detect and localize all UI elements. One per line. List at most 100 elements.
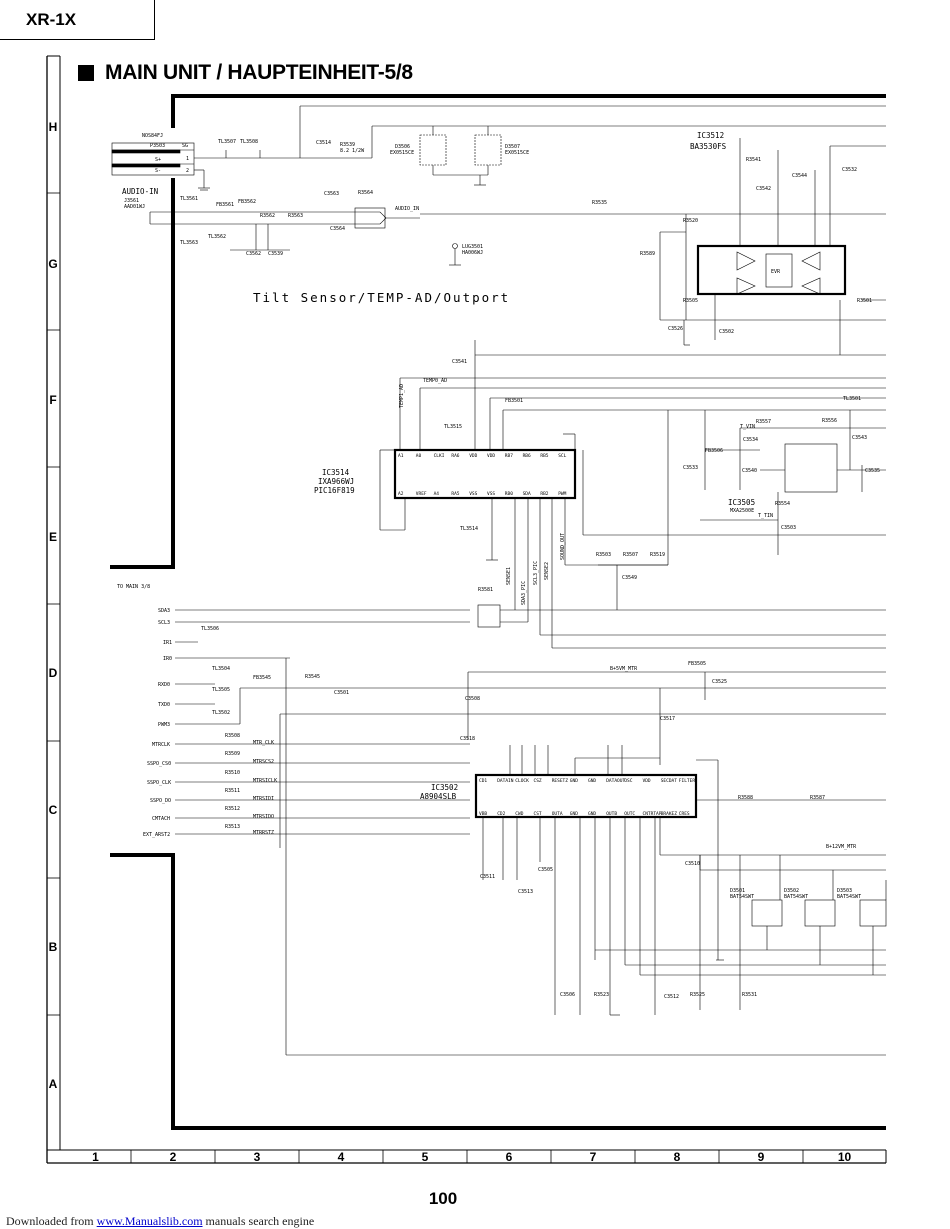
connector-pin-sm: S- bbox=[155, 168, 161, 174]
ic3502-body bbox=[474, 773, 698, 819]
ic3502-ref: IC3502 bbox=[431, 783, 458, 792]
col-label-4: 4 bbox=[337, 1150, 345, 1164]
ic3512-part: BA3530FS bbox=[690, 142, 727, 151]
ic3514-top-pin-1: A1 bbox=[398, 453, 404, 459]
ic3514-top-pin-7: RB7 bbox=[505, 453, 513, 459]
net-temp0-ad: TEMP0_AD bbox=[423, 378, 447, 384]
row-label-D: D bbox=[48, 666, 58, 680]
ic3514-bottom-pin-3: A4 bbox=[434, 491, 440, 497]
net-mtrsidi: MTRSIDI bbox=[253, 796, 274, 802]
row-label-F: F bbox=[49, 393, 57, 407]
ic3502-bottom-pin-10: CNTRTAP bbox=[643, 811, 662, 817]
model-label: XR-1X bbox=[26, 10, 77, 29]
cap-c3506: C3512 bbox=[664, 994, 679, 1000]
net-audio-in: AUDIO_IN bbox=[395, 206, 419, 212]
connector-ref-label: P3503 bbox=[150, 143, 165, 149]
sig-ir0: IR0 bbox=[163, 656, 172, 662]
fb-3561: FB3561 bbox=[216, 202, 234, 208]
cap-c3526: C3502 bbox=[719, 329, 734, 335]
fb-3545: FB3545 bbox=[253, 675, 271, 681]
ic3502-bottom-pin-2: CD2 bbox=[497, 811, 505, 817]
cap-c3501: C3508 bbox=[465, 696, 480, 702]
connector-sg-label: SG bbox=[182, 143, 188, 149]
sig-ext-arst2: EXT_ARST2 bbox=[143, 832, 170, 838]
ic3514-body bbox=[393, 448, 577, 500]
ic3502-top-pin-8: DATAOUT bbox=[606, 778, 625, 784]
cap-c3544: C3532 bbox=[842, 167, 857, 173]
diode-d3503: D3503 bbox=[837, 888, 852, 894]
res-r3541: R3541 bbox=[746, 157, 761, 163]
ic3514-top-pin-5: VDD bbox=[469, 453, 477, 459]
ic3514-bottom-pin-2: VREF bbox=[416, 491, 427, 497]
net-b5vm-mtr: B+5VM_MTR bbox=[610, 666, 638, 672]
sig-cmtach: CMTACH bbox=[152, 816, 170, 822]
net-sound-out: SOUND_OUT bbox=[560, 533, 566, 560]
sig-sda3: SDA3 bbox=[158, 608, 170, 614]
page-title: MAIN UNIT / HAUPTEINHEIT-5/8 bbox=[105, 61, 413, 84]
res-r3545: R3545 bbox=[305, 674, 320, 680]
net-sense1: SENSE1 bbox=[506, 567, 512, 585]
res-r3554: R3554 bbox=[775, 501, 790, 507]
title-bullet bbox=[78, 65, 94, 81]
ic3514-bottom-pin-7: RB0 bbox=[505, 491, 513, 497]
connector-p3503 bbox=[111, 142, 195, 176]
footer-link[interactable]: www.Manualslib.com bbox=[96, 1214, 203, 1228]
cap-c3508: C3518 bbox=[460, 736, 475, 742]
connector-part-label: NOS84FJ bbox=[142, 133, 163, 139]
cap-c3503: C3549 bbox=[622, 575, 637, 581]
ic3514-bottom-pin-10: PWM bbox=[558, 491, 566, 497]
tp-tl3514: TL3514 bbox=[460, 526, 478, 532]
tp-tl3508: TL3508 bbox=[240, 139, 258, 145]
connector-pin-num-2: 2 bbox=[186, 168, 189, 174]
res-r3511: R3511 bbox=[225, 788, 240, 794]
ic3502-top-pin-4: CSZ bbox=[534, 778, 542, 784]
ic3502-top-pin-3: CLOCK bbox=[515, 778, 529, 784]
cap-c3511: C3513 bbox=[518, 889, 533, 895]
res-r3535: R3535 bbox=[592, 200, 607, 206]
res-r3539-val: 8.2 1/2W bbox=[340, 148, 365, 154]
row-label-A: A bbox=[48, 1077, 58, 1091]
net-t-tin: T_TIN bbox=[758, 513, 773, 519]
net-mtrsiclk: MTRSICLK bbox=[253, 778, 277, 784]
ic3514-bottom-pin-6: VSS bbox=[487, 491, 495, 497]
ic3502-part: A8904SLB bbox=[420, 792, 457, 801]
audio-in-label: AUDIO-IN bbox=[122, 187, 158, 196]
diode-d3502: D3502 bbox=[784, 888, 799, 894]
res-r3520: R3520 bbox=[683, 218, 698, 224]
col-label-9: 9 bbox=[757, 1150, 765, 1164]
connector-pin-num-1: 1 bbox=[186, 156, 189, 162]
ic3502-top-pin-5: RESETZ bbox=[552, 778, 569, 784]
tp-tl3505: TL3505 bbox=[212, 687, 230, 693]
ic3514-top-pin-3: CLKI bbox=[434, 453, 445, 459]
model-tab bbox=[0, 0, 155, 40]
ic3502-top-pin-6: GND bbox=[570, 778, 578, 784]
res-r3539: R3539 bbox=[340, 142, 355, 148]
net-scl3-pic: SCL3_PIC bbox=[533, 561, 539, 585]
tp-tl3501: TL3501 bbox=[843, 396, 861, 402]
fb-3505: FB3505 bbox=[688, 661, 706, 667]
ic3514-bottom-pin-9: RB2 bbox=[540, 491, 548, 497]
net-mtrrstz: MTRRSTZ bbox=[253, 830, 274, 836]
lug-part: HA006WJ bbox=[462, 250, 483, 256]
cap-c3510: C3511 bbox=[480, 874, 495, 880]
cap-c3513: C3505 bbox=[538, 867, 553, 873]
ic3514-bottom-pin-5: VSS bbox=[469, 491, 477, 497]
ic3502-bottom-pin-4: CST bbox=[534, 811, 542, 817]
col-label-6: 6 bbox=[505, 1150, 513, 1164]
diode-d3506: D3506 bbox=[395, 144, 410, 150]
res-r3557: R3557 bbox=[756, 419, 771, 425]
ic3514-bottom-pin-4: RA5 bbox=[451, 491, 459, 497]
cap-c3561: C3562 bbox=[246, 251, 261, 257]
ic3502-bottom-pin-3: CWD bbox=[515, 811, 523, 817]
ic3502-bottom-pin-6: GND bbox=[570, 811, 578, 817]
cap-c3502: C3541 bbox=[452, 359, 467, 365]
ic3505-ref: IC3505 bbox=[728, 498, 755, 507]
lug-ref: LUG3501 bbox=[462, 244, 483, 250]
res-r3523: R3523 bbox=[594, 992, 609, 998]
tp-tl3507: TL3507 bbox=[218, 139, 236, 145]
footer-prefix: Downloaded from bbox=[6, 1214, 97, 1228]
tp-tl3515: TL3515 bbox=[444, 424, 462, 430]
ic3502-top-pin-11: SECDAT bbox=[661, 778, 678, 784]
res-r3519: R3519 bbox=[650, 552, 665, 558]
